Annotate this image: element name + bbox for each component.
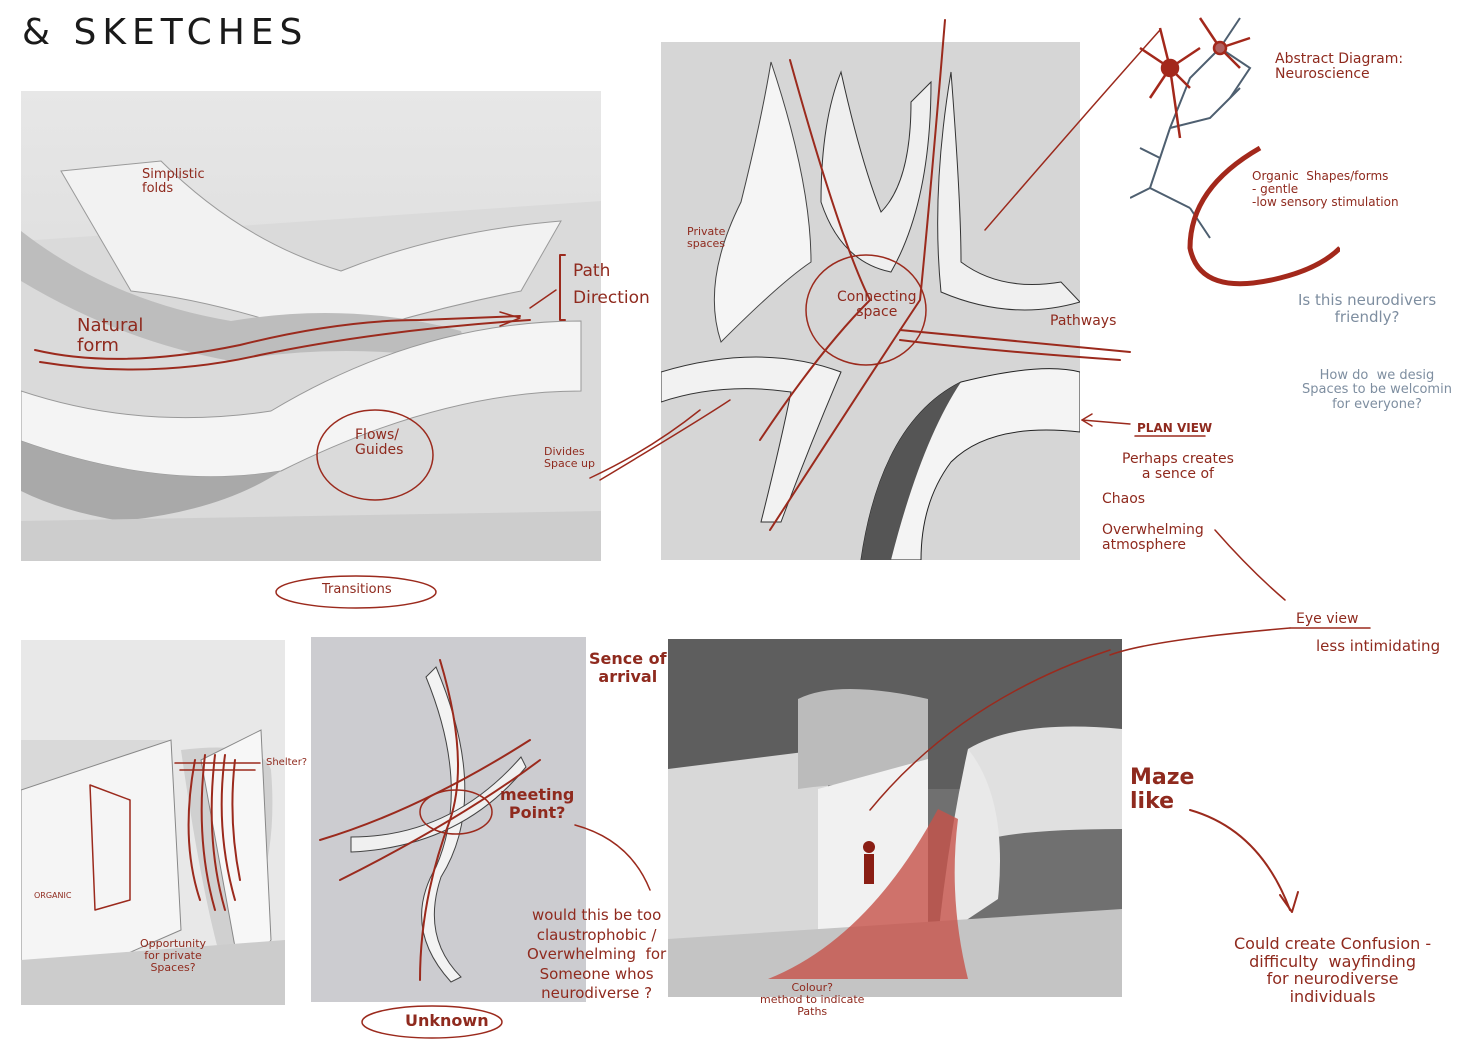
annotation-maze-like: Maze like: [1130, 766, 1194, 814]
annotation-opportunity: Opportunity for private Spaces?: [140, 938, 206, 974]
annotation-abstract-diagram: Abstract Diagram: Neuroscience: [1275, 52, 1403, 83]
annotation-shelter: Shelter?: [266, 757, 307, 768]
annotation-meeting-point: meeting Point?: [500, 786, 574, 821]
annotation-less-intimidating: less intimidating: [1316, 638, 1440, 655]
annotation-chaos: Chaos: [1102, 492, 1145, 507]
page-title: & SKETCHES: [22, 12, 308, 53]
annotation-connecting-space: Connecting space: [837, 290, 917, 321]
annotation-plan-view: PLAN VIEW: [1137, 422, 1212, 435]
annotation-transitions: Transitions: [322, 583, 392, 597]
annotation-eye-view: Eye view: [1296, 612, 1358, 627]
photo-eye-view: [668, 639, 1122, 997]
annotation-path-direction: Path Direction: [573, 258, 650, 312]
annotation-simplistic-folds: Simplistic folds: [142, 168, 205, 197]
annotation-unknown: Unknown: [405, 1012, 489, 1030]
annotation-could-create: Could create Confusion - difficulty wayf…: [1234, 935, 1431, 1005]
annotation-flows-guides: Flows/ Guides: [355, 428, 403, 459]
annotation-organic-small: ORGANIC: [34, 892, 71, 901]
annotation-divides-space: Divides Space up: [544, 446, 595, 470]
annotation-private-spaces: Private spaces: [687, 226, 725, 250]
annotation-colour: Colour? method to indicate Paths: [760, 982, 864, 1018]
annotation-natural-form: Natural form: [77, 316, 143, 356]
annotation-pathways: Pathways: [1050, 314, 1116, 329]
annotation-claustrophobic: would this be too claustrophobic / Overw…: [527, 906, 666, 1004]
annotation-perhaps-creates: Perhaps creates a sence of: [1122, 452, 1234, 483]
annotation-overwhelming: Overwhelming atmosphere: [1102, 523, 1204, 554]
annotation-sence-of-arrival: Sence of arrival: [589, 650, 667, 685]
annotation-how-do-we: How do we desig Spaces to be welcomin fo…: [1302, 369, 1452, 412]
annotation-is-this-friendly: Is this neurodivers friendly?: [1298, 292, 1436, 325]
annotation-organic-shapes: Organic Shapes/forms - gentle -low senso…: [1252, 170, 1399, 210]
